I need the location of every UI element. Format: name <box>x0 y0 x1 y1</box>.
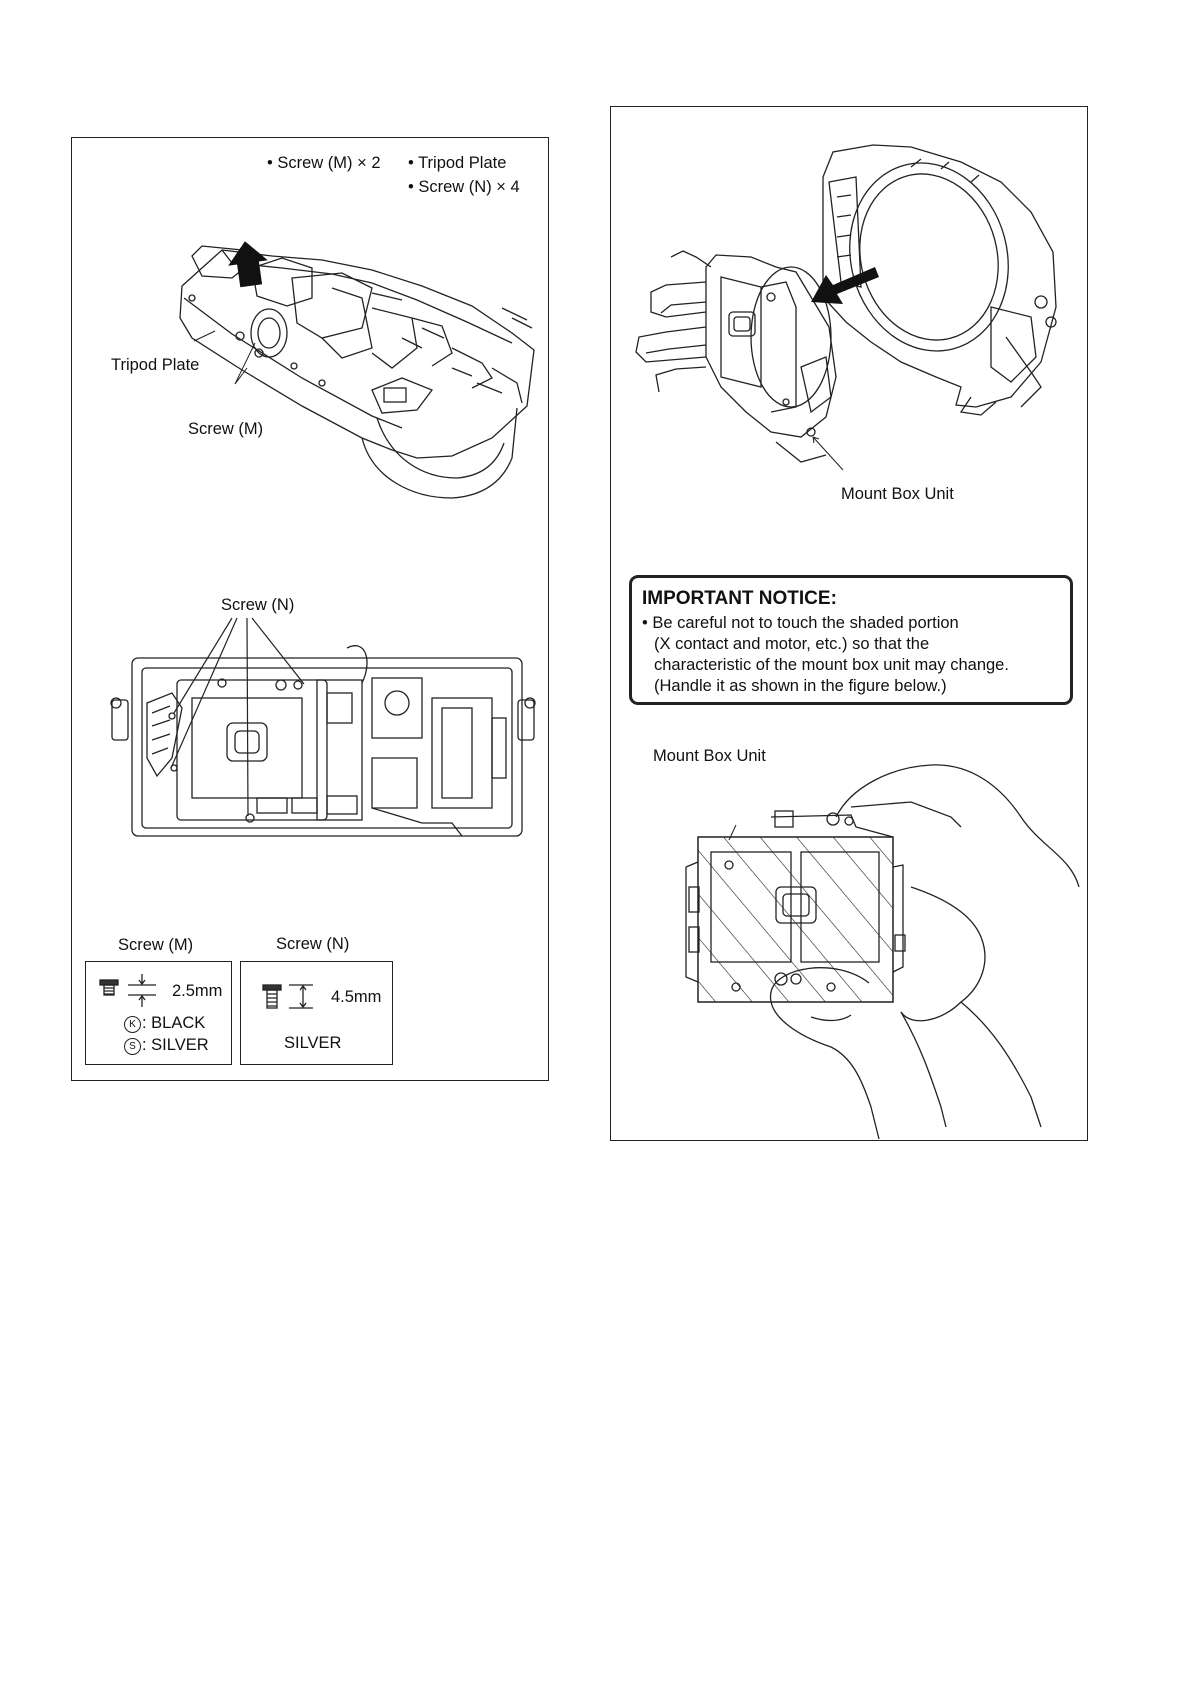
notice-line-4: (Handle it as shown in the figure below.… <box>654 677 947 695</box>
parts-list-tripod-plate: • Tripod Plate <box>408 154 507 172</box>
callout-screw-m: Screw (M) <box>188 420 264 438</box>
notice-line-3: characteristic of the mount box unit may… <box>654 656 1009 674</box>
parts-list-screw-n: • Screw (N) × 4 <box>408 178 520 196</box>
mount-box-removal-drawing <box>635 144 1057 471</box>
s-symbol-icon: S <box>124 1038 141 1055</box>
screw-m-spec-title: Screw (M) <box>118 936 194 954</box>
parts-list-screw-m: • Screw (M) × 2 <box>267 154 381 172</box>
left-instruction-panel: • Screw (M) × 2 • Tripod Plate • Screw (… <box>71 137 549 1081</box>
k-symbol-icon: K <box>124 1016 141 1033</box>
screw-n-icon <box>262 984 313 1009</box>
screw-m-silver-option: S: SILVER <box>124 1036 209 1055</box>
screw-m-black-option: K: BLACK <box>124 1014 205 1033</box>
callout-mount-box-unit-top: Mount Box Unit <box>841 485 954 503</box>
screw-n-spec-title: Screw (N) <box>276 935 350 953</box>
notice-line-1: • Be careful not to touch the shaded por… <box>642 614 959 632</box>
hand-holding-mount-box-drawing <box>685 764 1080 1140</box>
callout-mount-box-unit-bottom: Mount Box Unit <box>653 747 766 765</box>
right-instruction-panel: Mount Box Unit IMPORTANT NOTICE: • Be ca… <box>610 106 1088 1141</box>
callout-tripod-plate: Tripod Plate <box>111 356 200 374</box>
screw-m-length: 2.5mm <box>172 982 223 1000</box>
notice-line-2: (X contact and motor, etc.) so that the <box>654 635 930 653</box>
screw-n-locations-drawing <box>110 617 536 837</box>
important-notice-box: IMPORTANT NOTICE: • Be careful not to to… <box>629 575 1073 705</box>
screw-n-length: 4.5mm <box>331 988 382 1006</box>
notice-title: IMPORTANT NOTICE: <box>642 588 837 609</box>
screw-n-spec-box: 4.5mm SILVER <box>240 961 393 1065</box>
callout-screw-n: Screw (N) <box>221 596 295 614</box>
screw-m-icon <box>99 974 156 1007</box>
screw-n-color: SILVER <box>284 1034 342 1052</box>
tripod-plate-removal-drawing <box>179 241 535 499</box>
screw-m-spec-box: 2.5mm K: BLACK S: SILVER <box>85 961 232 1065</box>
